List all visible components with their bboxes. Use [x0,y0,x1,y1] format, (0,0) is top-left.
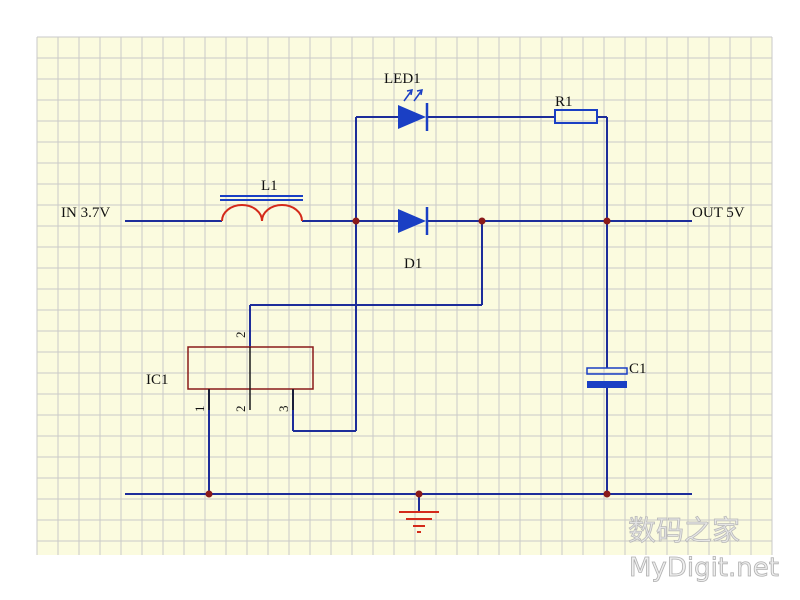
ic1 [187,346,314,410]
watermark-chinese: 数码之家 [628,514,740,547]
ground-icon [399,511,439,533]
inductor-label: L1 [261,178,278,194]
led-label: LED1 [384,71,421,87]
ic-pin-label-1: 1 [192,406,207,413]
diode-d1-triangle [398,209,426,233]
grid-lines [36,36,773,555]
ic-label: IC1 [146,372,169,388]
resistor-label: R1 [555,94,573,110]
output-label: OUT 5V [692,205,745,221]
junction-dot [205,490,213,498]
junction-dot [603,490,611,498]
inductor-coil [221,204,303,222]
capacitor-c1-plate-top [586,367,628,375]
led1-light-arrows [403,89,423,102]
led1-triangle [398,105,426,129]
inductor-l1 [220,195,303,222]
capacitor-c1 [586,367,628,388]
capacitor-label: C1 [629,361,647,377]
junction-dot [478,217,486,225]
ic-pin-label-2: 2 [233,406,248,413]
resistor-r1 [554,109,598,124]
ic-pin-label-top: 2 [233,332,248,339]
watermark-latin: MyDigit.net [629,553,779,583]
junction-dot [415,490,423,498]
led1 [398,89,429,131]
wires [125,116,692,512]
capacitor-c1-plate-bottom [587,381,627,388]
junction-dot [603,217,611,225]
diode-d1 [398,207,429,235]
diode-label: D1 [404,256,422,272]
junctions [205,217,611,498]
junction-dot [352,217,360,225]
ic-pin-label-3: 3 [276,406,291,413]
input-label: IN 3.7V [61,205,110,221]
